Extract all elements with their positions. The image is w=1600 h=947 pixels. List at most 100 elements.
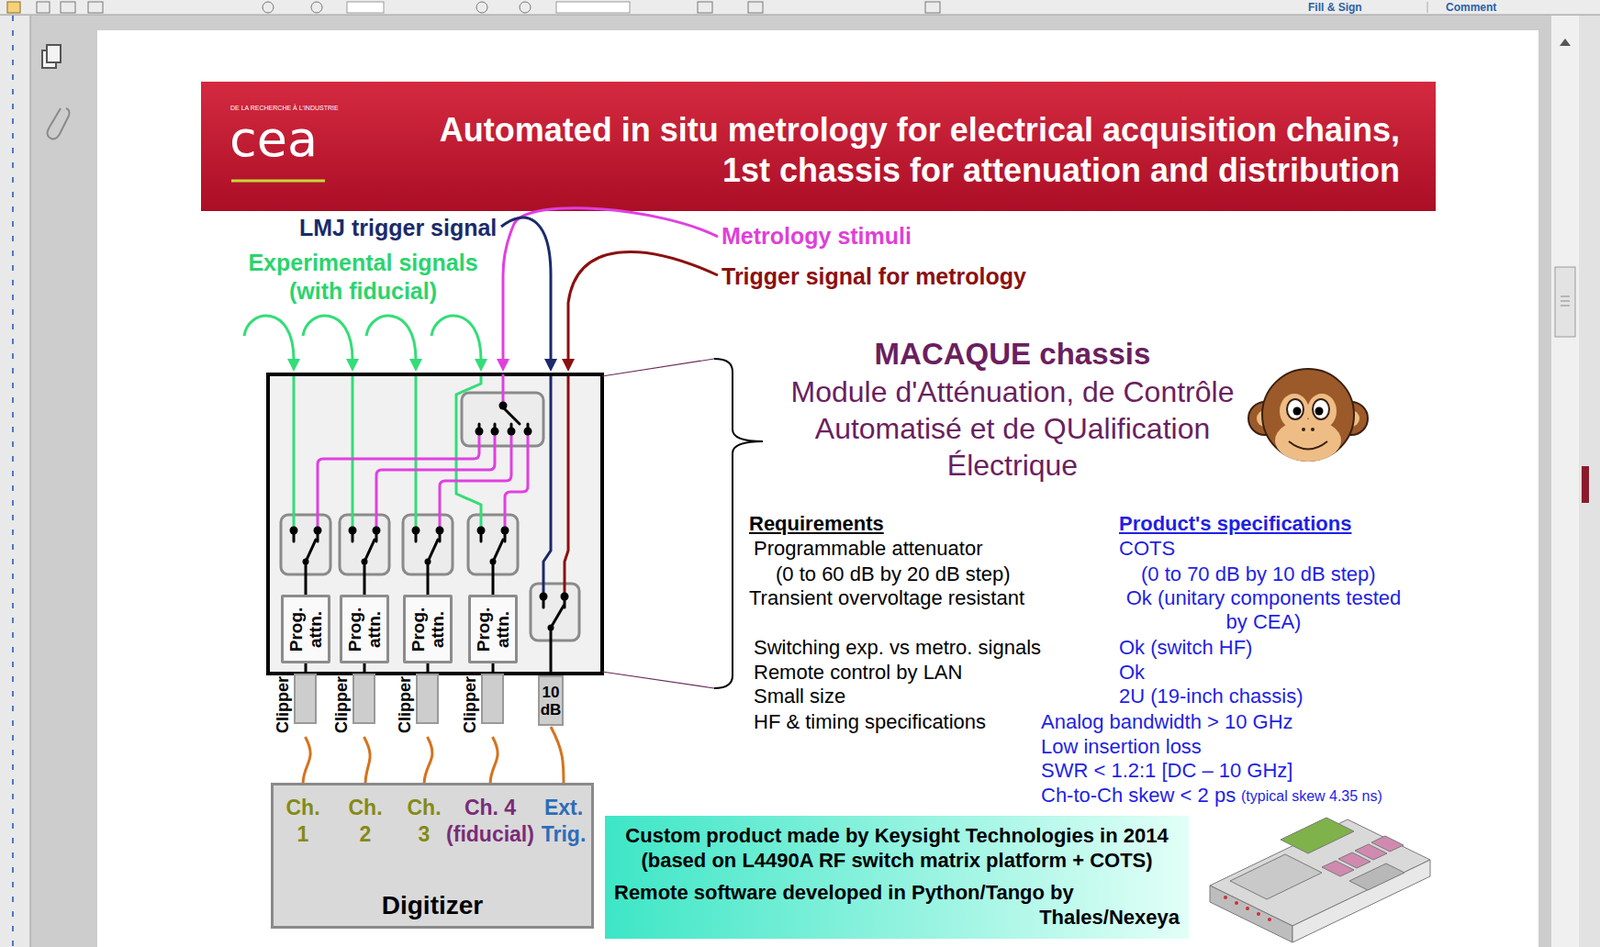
digitizer-input: Ext. Trig. (539, 794, 588, 849)
switch-contact (491, 427, 500, 437)
switch-symbol (492, 663, 495, 674)
viewer-scrollbar (1555, 267, 1576, 337)
metrology-stimuli-wire (503, 208, 718, 360)
viewer-sidebar (11, 15, 14, 947)
switch-contact (499, 402, 508, 411)
node-text: Ext. Trig. (539, 794, 588, 849)
switch-symbol (503, 407, 520, 425)
switch-symbol (304, 561, 308, 595)
viewer-toolbar (0, 0, 1600, 15)
switch-contact (477, 526, 486, 536)
switch-contact (372, 526, 381, 536)
attenuator-box: Prog. attn. (402, 594, 453, 664)
digitizer-input: Ch. 2 (346, 794, 385, 849)
monkey-illustration (1293, 407, 1302, 416)
switch-contact (548, 625, 555, 632)
table-cell: Low insertion loss (1040, 735, 1202, 760)
toolbar-button: Comment (1445, 0, 1497, 14)
viewer-sidebar (0, 15, 31, 947)
info-box: Custom product made by Keysight Technolo… (604, 816, 1189, 940)
chassis-outline (268, 374, 603, 674)
monkey-illustration (1307, 393, 1337, 429)
lmj-trigger-wire (501, 217, 551, 597)
experimental-signal-wire (414, 376, 418, 531)
metrology-stimuli-wire (504, 431, 528, 531)
chassis-render (1371, 836, 1404, 852)
switch-symbol (293, 407, 565, 676)
experimental-signal-wire (366, 315, 416, 360)
node-text: Clipper (395, 675, 414, 735)
switch-contact (302, 559, 310, 566)
toolbar-button: Fill & Sign (1308, 0, 1363, 14)
switch-contact (412, 526, 421, 536)
table-cell: (0 to 60 dB by 20 dB step) (775, 562, 1011, 587)
viewer-toolbar (346, 1, 384, 13)
logo-text: cea (229, 111, 318, 168)
acronym-expansion: Module d'Atténuation, de Contrôle Automa… (764, 373, 1261, 484)
viewer-scrollbar (1551, 15, 1579, 947)
viewer-toolbar (88, 1, 103, 13)
node-text: Ch. 1 (283, 794, 323, 849)
viewer-scrollbar (1560, 305, 1570, 307)
node-text: Remote software developed in Python/Tang… (614, 880, 1180, 930)
signal-name: Metrology stimuli (721, 223, 912, 249)
chassis-render (1280, 817, 1354, 854)
switch-symbol (427, 539, 438, 562)
metrology-trigger-wire (568, 251, 718, 360)
logo-tagline: DE LA RECHERCHE À L'INDUSTRIE (230, 103, 339, 112)
viewer-toolbar (60, 1, 76, 13)
switch-contact (560, 593, 570, 602)
table-cell: SWR < 1.2:1 [DC – 10 GHz] (1040, 759, 1293, 784)
clipper: Clipper (330, 673, 376, 737)
node-text: 10 dB (539, 683, 562, 719)
clipper-body (293, 673, 317, 725)
arrow-head (287, 358, 301, 372)
node-text: Digitizer (273, 890, 592, 922)
clipper: Clipper (458, 673, 504, 737)
clipper-body (481, 673, 504, 725)
chassis-render (1234, 901, 1239, 906)
switch-contact (290, 526, 299, 536)
table-cell: COTS (1118, 537, 1175, 561)
switch-symbol (363, 561, 367, 595)
table-cell: HF & timing specifications (753, 710, 986, 735)
switch-contact (507, 427, 516, 437)
switch-symbol (550, 605, 564, 628)
chassis-render (1256, 912, 1261, 917)
viewer-sidebar (46, 44, 61, 63)
viewer-sidebar (0, 15, 70, 947)
signal-arrow-line (550, 727, 564, 785)
monkey-illustration (1310, 427, 1315, 432)
lmj-trigger-wire (501, 217, 551, 360)
viewer-toolbar (311, 1, 323, 13)
arrow-head (496, 358, 510, 372)
table-cell: Requirements (749, 512, 884, 537)
signal-arrow-line (424, 737, 433, 785)
chassis-render (1349, 863, 1405, 891)
viewer-scrollbar (1559, 38, 1571, 46)
viewer-toolbar (697, 1, 713, 13)
table-cell: 2U (19-inch chassis) (1118, 684, 1304, 709)
chassis-name: MACAQUE chassis (783, 336, 1242, 372)
experimental-signal-wire (431, 315, 482, 360)
experimental-signal-wire (292, 376, 296, 531)
switch-symbol (492, 539, 504, 562)
switch-contact (348, 526, 358, 536)
switch-symbol (363, 663, 367, 674)
table-cell: Switching exp. vs metro. signals (753, 636, 1041, 661)
arrow-head (474, 358, 488, 372)
viewer-toolbar (262, 1, 274, 13)
attenuator-10db: 10 dB (537, 675, 564, 727)
viewer-toolbar (0, 14, 1600, 16)
chassis-render (1223, 895, 1228, 900)
viewer-toolbar (748, 1, 763, 13)
signal-name: Experimental signals (with fiducial) (236, 248, 490, 306)
switch-contact (425, 559, 432, 566)
switch-symbol (364, 539, 375, 562)
switch-contact (436, 526, 445, 536)
viewer-scrollbar (1560, 301, 1570, 303)
logo-underline (231, 179, 325, 183)
viewer-scrollbar (1581, 466, 1589, 504)
node-text: Custom product made by Keysight Technolo… (614, 823, 1180, 873)
